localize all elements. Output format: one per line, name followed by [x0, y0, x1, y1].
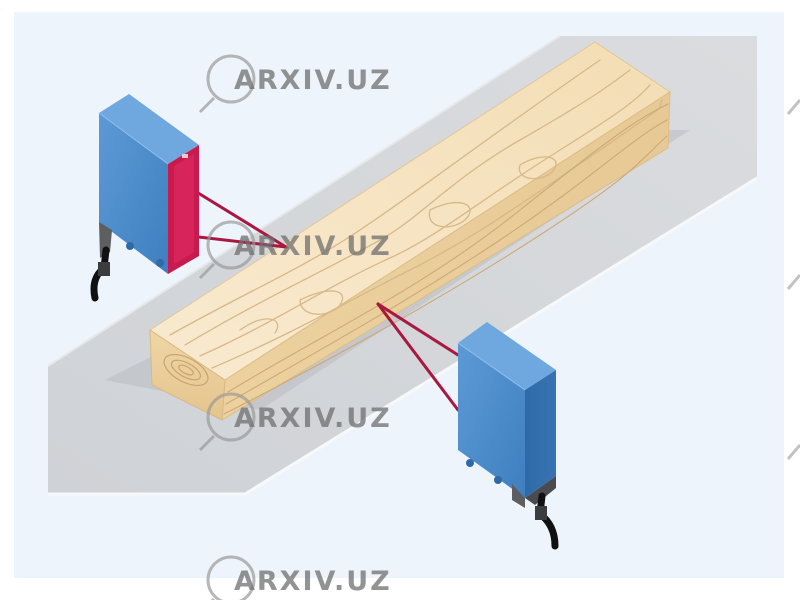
watermark-1	[198, 54, 256, 114]
wood-end-grain	[163, 353, 209, 387]
lower-sensor-cable	[535, 492, 559, 550]
lower-sensor	[457, 322, 556, 508]
watermark-2	[198, 220, 256, 280]
watermark-edge-fragments	[786, 99, 800, 460]
watermark-3	[198, 392, 256, 452]
wooden-beam	[149, 41, 671, 421]
watermark-text-1: ARXIV.UZ	[234, 65, 392, 96]
laser-beams	[188, 186, 460, 412]
upper-sensor-cable	[90, 246, 110, 302]
watermark-text-2: ARXIV.UZ	[234, 231, 392, 262]
watermark-text-3: ARXIV.UZ	[234, 403, 392, 434]
sensor-indicator-light	[182, 154, 188, 158]
upper-sensor	[98, 94, 199, 274]
watermark-4	[206, 555, 256, 600]
wood-side-grain	[223, 103, 669, 415]
watermark-text-4: ARXIV.UZ	[234, 566, 392, 597]
wood-top-grain	[169, 59, 663, 369]
